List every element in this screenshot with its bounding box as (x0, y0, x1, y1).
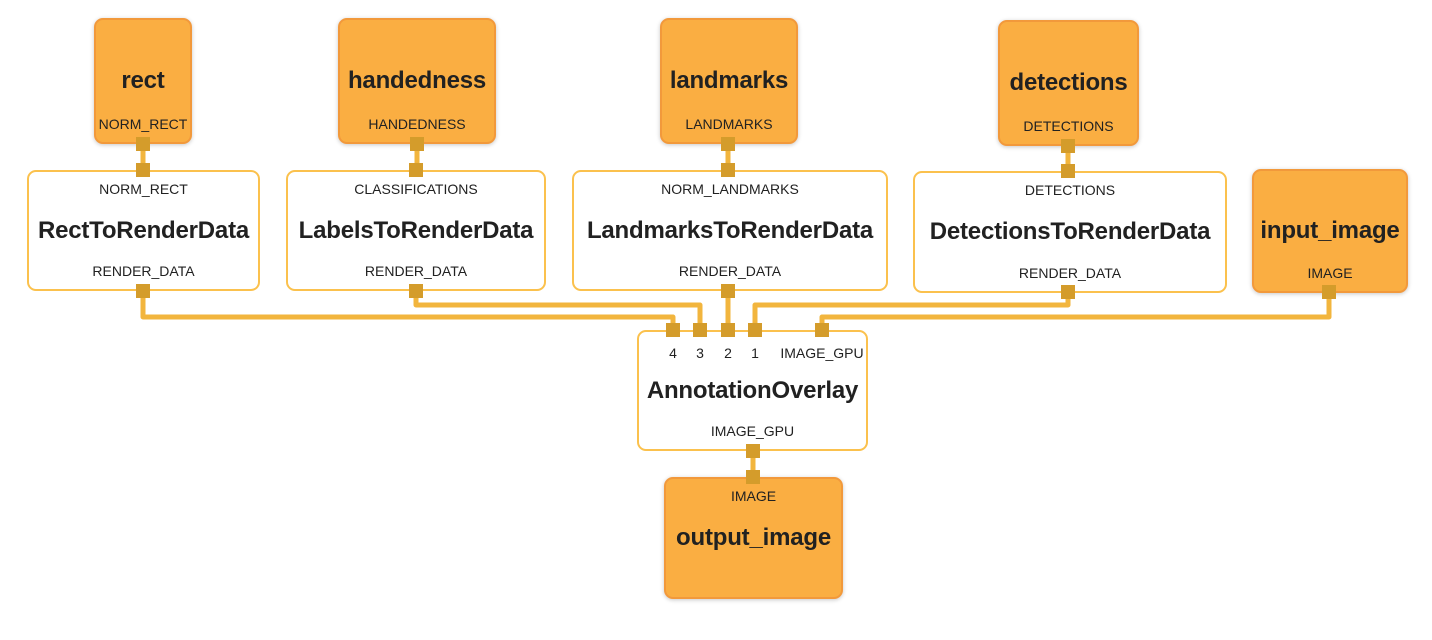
node-title: AnnotationOverlay (646, 376, 859, 404)
input-port-label: NORM_RECT (99, 181, 188, 197)
input-port-label: DETECTIONS (1024, 182, 1116, 198)
output-port-label: IMAGE_GPU (710, 423, 795, 439)
node-landmarks[interactable]: landmarks LANDMARKS (660, 18, 798, 144)
output-port-label: LANDMARKS (685, 116, 773, 132)
node-title: RectToRenderData (37, 216, 250, 244)
input-port-label-4: 4 (669, 345, 677, 361)
node-labels-to-render-data[interactable]: CLASSIFICATIONS LabelsToRenderData RENDE… (286, 170, 546, 291)
node-title: LandmarksToRenderData (586, 216, 874, 244)
node-title: output_image (676, 524, 831, 551)
node-annotation-overlay[interactable]: 4 3 2 1 IMAGE_GPU AnnotationOverlay IMAG… (637, 330, 868, 451)
node-title: input_image (1260, 217, 1400, 244)
input-port-label: IMAGE (730, 488, 777, 504)
output-port-label: RENDER_DATA (92, 263, 195, 279)
input-port-label: CLASSIFICATIONS (354, 181, 478, 197)
input-port-label-image-gpu: IMAGE_GPU (780, 345, 864, 361)
input-port-label: NORM_LANDMARKS (661, 181, 799, 197)
output-port-label: NORM_RECT (98, 116, 188, 132)
node-rect[interactable]: rect NORM_RECT (94, 18, 192, 144)
node-landmarks-to-render-data[interactable]: NORM_LANDMARKS LandmarksToRenderData REN… (572, 170, 888, 291)
node-detections[interactable]: detections DETECTIONS (998, 20, 1139, 146)
node-title: handedness (347, 67, 487, 94)
output-port-label: RENDER_DATA (364, 263, 468, 279)
output-port-label: RENDER_DATA (678, 263, 782, 279)
node-title: rect (121, 67, 165, 94)
edge-inputimage-to-annotationoverlay-imagegpu (819, 292, 1332, 330)
node-rect-to-render-data[interactable]: NORM_RECT RectToRenderData RENDER_DATA (27, 170, 260, 291)
output-port-label: RENDER_DATA (1018, 265, 1122, 281)
input-port-label-3: 3 (696, 345, 704, 361)
input-port-label-1: 1 (751, 345, 759, 361)
output-port-label: IMAGE (1307, 265, 1353, 281)
output-port-label: DETECTIONS (1023, 118, 1114, 134)
node-title: LabelsToRenderData (298, 216, 534, 244)
node-title: detections (1009, 69, 1128, 96)
edge-recttorenderdata-to-annotationoverlay-4 (140, 291, 676, 330)
node-handedness[interactable]: handedness HANDEDNESS (338, 18, 496, 144)
node-title: landmarks (669, 67, 789, 94)
node-detections-to-render-data[interactable]: DETECTIONS DetectionsToRenderData RENDER… (913, 171, 1227, 293)
node-input-image[interactable]: input_image IMAGE (1252, 169, 1408, 293)
node-output-image[interactable]: IMAGE output_image (664, 477, 843, 599)
node-title: DetectionsToRenderData (929, 218, 1211, 245)
input-port-label-2: 2 (724, 345, 732, 361)
edge-detectionstorenderdata-to-annotationoverlay-1 (752, 292, 1071, 330)
edge-labelstorenderdata-to-annotationoverlay-3 (413, 291, 703, 330)
output-port-label: HANDEDNESS (368, 116, 466, 132)
